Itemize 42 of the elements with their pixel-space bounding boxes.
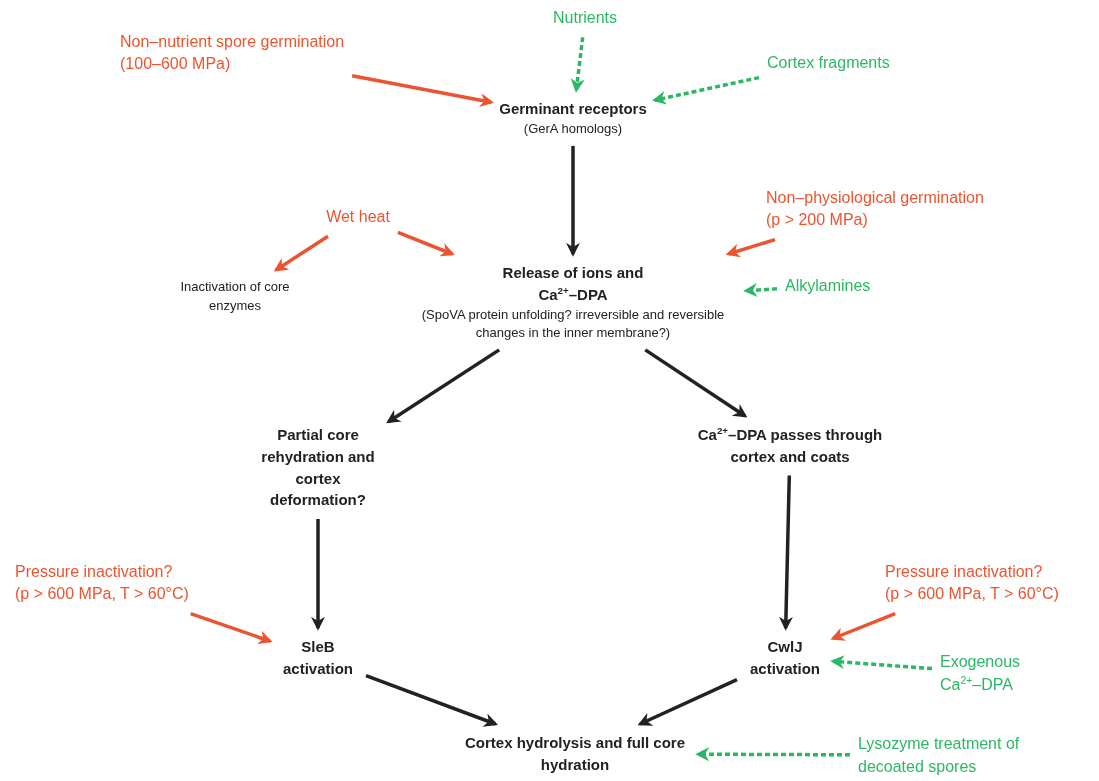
arrow [743,283,778,298]
node-label: Cortex hydrolysis and full core hydration [463,733,687,775]
node-label: Pressure inactivation? [885,562,1044,582]
node-label: Partial core rehydration and cortex deformation? [260,425,376,511]
node-label: Inactivation of core enzymes [179,278,291,315]
arrow [386,348,501,424]
node-label: Non–nutrient spore germination [120,32,345,52]
node-label: CwlJ activation [749,637,821,679]
arrow [351,74,494,108]
arrow [566,145,580,257]
arrow [397,230,455,257]
arrow [725,237,776,258]
node-label: Release of ions and Ca$^{2+}$–DPA [501,263,645,305]
node-label: Alkylamines [785,276,871,296]
node-note: (p > 200 MPa) [766,210,869,231]
node-label: Lysozyme treatment of decoated spores [858,734,1021,778]
arrow [778,475,793,631]
node-note: (100–600 MPa) [120,54,232,75]
node-note: (GerA homologs) [522,119,624,138]
node-note: (p > 600 MPa, T > 60°C) [885,584,1059,605]
arrow [190,611,273,645]
node-label: Wet heat [326,207,390,227]
arrow [570,37,585,93]
node-label: Non–physiological germination [766,188,984,208]
arrow [273,234,329,272]
node-label: Exogenous Ca$^{2+}$–DPA [940,652,1022,696]
node-label: SleB activation [282,637,354,679]
node-note: (SpoVA protein unfolding? irreversible and reversible changes in the inner membrane?) [420,305,726,342]
arrow [695,747,850,762]
node-label: Nutrients [553,8,617,28]
arrow [652,75,760,105]
arrow [830,611,896,641]
arrow [830,655,933,671]
node-label: Germinant receptors [499,99,647,119]
node-label: Ca$^{2+}$–DPA passes through cortex and coats [696,424,884,467]
node-note: (p > 600 MPa, T > 60°C) [15,584,189,605]
node-label: Pressure inactivation? [15,562,174,582]
arrow [637,678,738,726]
arrow [644,348,748,418]
arrow [365,674,498,727]
node-label: Cortex fragments [767,53,890,73]
arrow [311,519,325,631]
